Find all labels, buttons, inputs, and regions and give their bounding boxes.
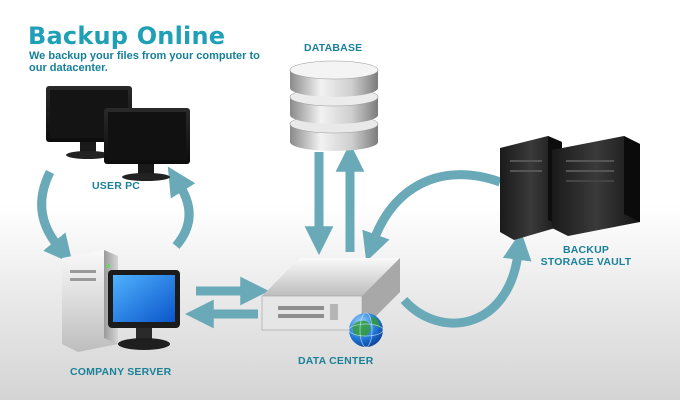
arrow-pc-to-server — [37, 169, 73, 264]
user-pc-label: USER PC — [92, 180, 141, 192]
company-server-icon — [62, 250, 180, 352]
data-center-icon — [261, 258, 400, 331]
company-server-label: COMPANY SERVER — [70, 366, 172, 378]
page-title: Backup Online — [28, 22, 226, 50]
arrow-server-to-pc — [167, 166, 196, 249]
page-subtitle: We backup your files from your computer … — [29, 50, 260, 74]
arrow-dc-to-vault — [400, 231, 532, 328]
database-icon — [289, 60, 379, 151]
database-label: DATABASE — [304, 42, 363, 54]
data-center-label: DATA CENTER — [298, 355, 374, 367]
globe-icon — [348, 312, 384, 348]
flow-arrows — [37, 142, 532, 329]
backup-vault-label: BACKUP STORAGE VAULT — [540, 244, 632, 268]
arrow-vault-to-dc — [362, 170, 502, 262]
user-pc-icon — [46, 86, 190, 181]
backup-vault-icon — [500, 136, 640, 240]
